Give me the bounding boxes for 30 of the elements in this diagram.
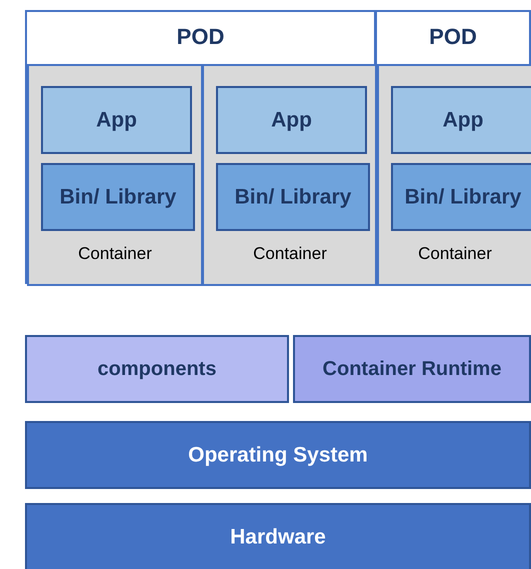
app-layer <box>216 86 367 154</box>
layer-label: Bin/ Library <box>404 184 522 210</box>
app-layer <box>41 86 192 154</box>
pod-title: POD <box>428 24 478 50</box>
pod-title: POD <box>176 24 226 50</box>
layer-label: App <box>442 107 484 133</box>
layer-label: App <box>270 107 313 133</box>
layer-label: Bin/ Library <box>234 184 352 210</box>
hardware-layer <box>25 503 531 569</box>
app-layer <box>391 86 531 154</box>
container-box <box>27 64 203 286</box>
os-layer <box>25 421 531 489</box>
layer-label: Hardware <box>229 524 327 550</box>
library-layer <box>41 163 195 231</box>
layer-label: App <box>95 107 138 133</box>
container-box <box>377 64 531 286</box>
pod-panel <box>25 10 376 284</box>
layer-label: Operating System <box>187 442 369 468</box>
pod-panel <box>375 10 531 284</box>
container-box <box>202 64 378 286</box>
library-layer <box>391 163 531 231</box>
container-label: Container <box>252 244 328 264</box>
layer-label: Container Runtime <box>322 357 502 381</box>
layer-label: components <box>96 357 218 381</box>
container-label: Container <box>77 244 153 264</box>
layer-label: Bin/ Library <box>58 184 178 210</box>
container-label: Container <box>417 244 493 264</box>
components-layer <box>25 335 289 403</box>
library-layer <box>216 163 370 231</box>
runtime-layer <box>293 335 531 403</box>
